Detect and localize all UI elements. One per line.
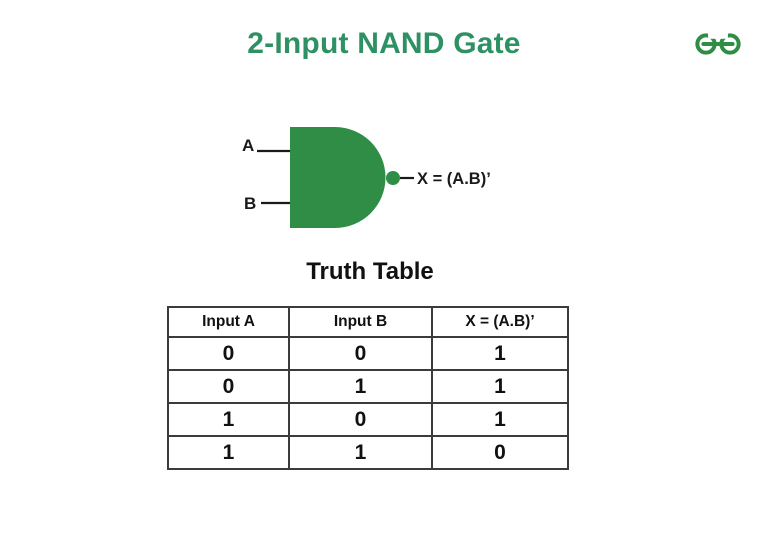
page-title: 2-Input NAND Gate (247, 27, 521, 60)
table-cell: 0 (167, 369, 290, 404)
table-cell: 1 (167, 402, 290, 437)
table-cell: 1 (431, 369, 569, 404)
nand-gate-body (290, 127, 386, 228)
table-cell: 1 (167, 435, 290, 470)
input-b-label: B (244, 194, 256, 213)
table-row: 0 0 1 (167, 336, 569, 371)
table-cell: 1 (431, 336, 569, 371)
nand-gate-diagram: A B X = (A.B)’ (242, 127, 491, 228)
truth-table-title: Truth Table (306, 258, 434, 285)
table-cell: 1 (431, 402, 569, 437)
table-cell: 0 (431, 435, 569, 470)
inversion-bubble-icon (386, 171, 400, 185)
table-cell: 1 (288, 435, 433, 470)
gate-output-label: X = (A.B)’ (417, 170, 491, 188)
truth-table-header-input-a: Input A (167, 306, 290, 338)
logo-right-notch (719, 30, 728, 39)
truth-table-header-row: Input A Input B X = (A.B)’ (167, 306, 569, 338)
table-row: 0 1 1 (167, 369, 569, 404)
table-row: 1 0 1 (167, 402, 569, 437)
truth-table-header-output: X = (A.B)’ (431, 306, 569, 338)
truth-table: Input A Input B X = (A.B)’ 0 0 1 0 1 1 1… (167, 306, 569, 470)
table-cell: 0 (288, 402, 433, 437)
input-a-label: A (242, 136, 254, 155)
table-cell: 1 (288, 369, 433, 404)
logo-left-notch (708, 30, 717, 39)
table-row: 1 1 0 (167, 435, 569, 470)
truth-table-header-input-b: Input B (288, 306, 433, 338)
table-cell: 0 (288, 336, 433, 371)
table-cell: 0 (167, 336, 290, 371)
geeksforgeeks-logo-icon (695, 30, 741, 55)
